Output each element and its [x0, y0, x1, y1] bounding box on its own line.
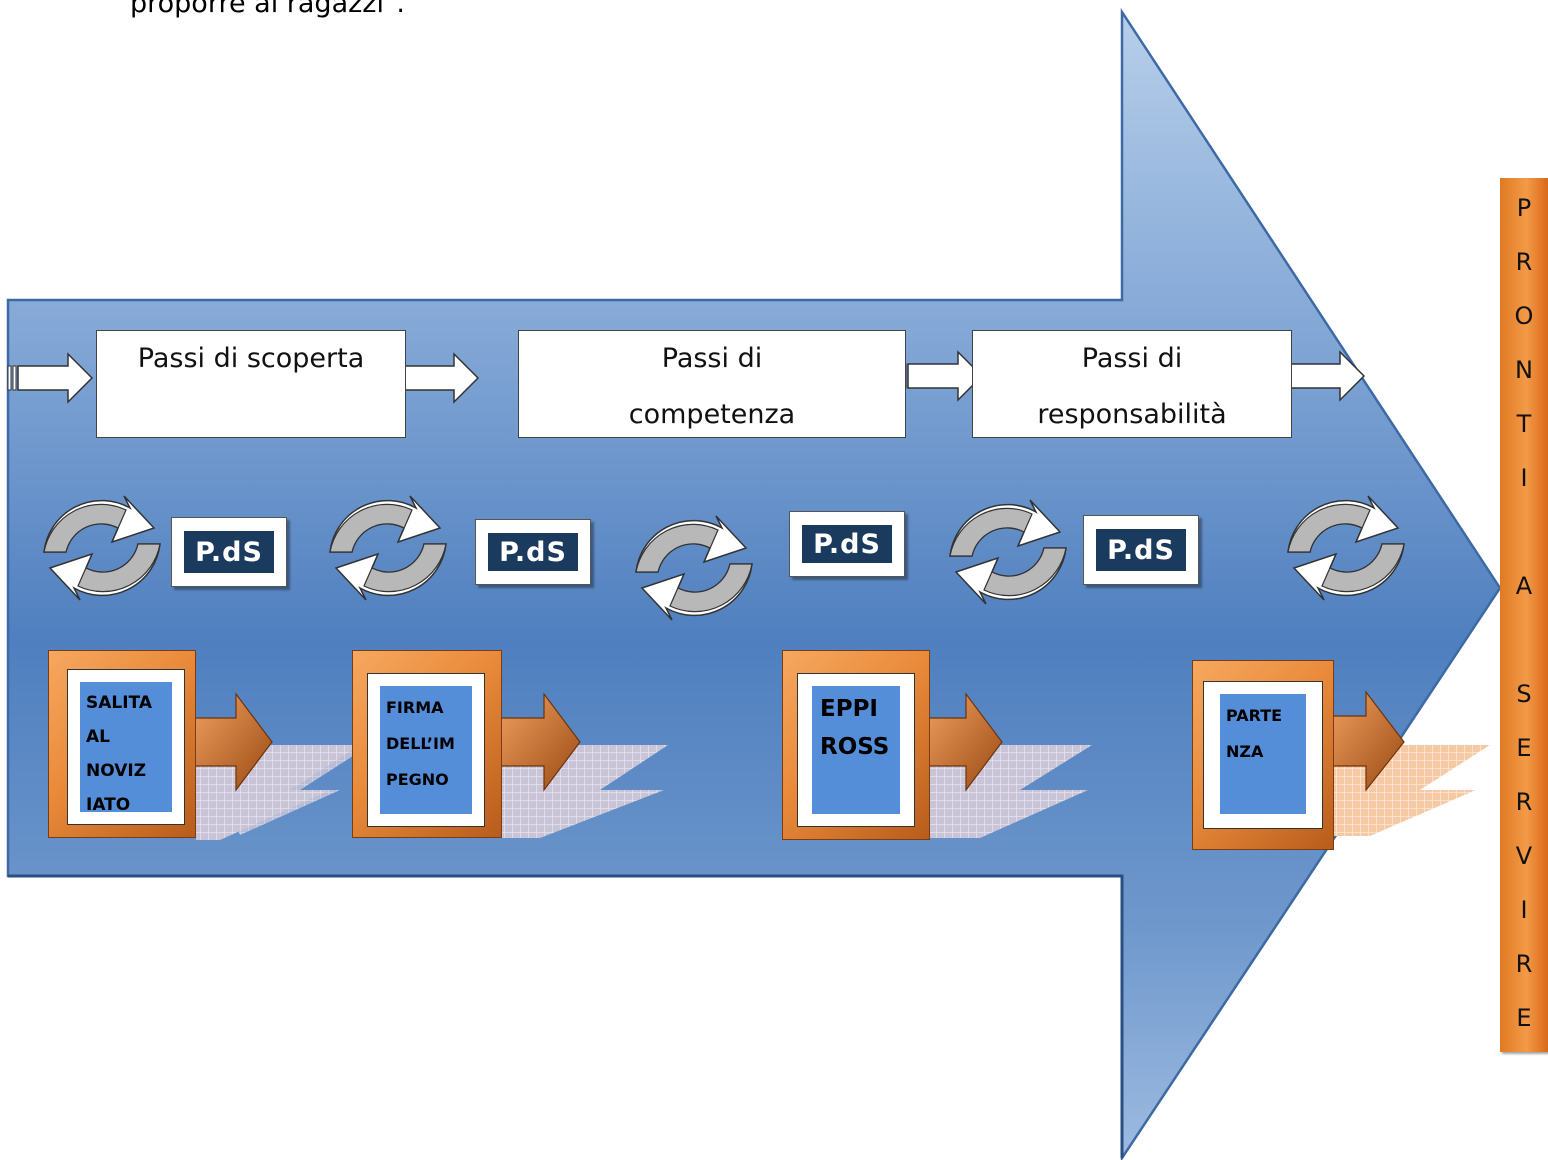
milestone-firma: FIRMA DELL’IM PEGNO — [352, 650, 502, 838]
step-box-competence: Passi di competenza — [518, 330, 906, 438]
step-label: Passi di scoperta — [137, 343, 365, 374]
side-letter: T — [1516, 410, 1532, 438]
milestone-arrow-3 — [925, 692, 1003, 792]
side-letter: S — [1516, 680, 1532, 708]
step-box-discovery: Passi di scoperta — [96, 330, 406, 438]
side-letter: R — [1515, 248, 1533, 276]
side-letter: N — [1515, 356, 1533, 384]
hatched-shadow-4 — [900, 745, 1092, 838]
side-letter: V — [1515, 842, 1533, 870]
side-letter: E — [1516, 734, 1532, 762]
side-letter: R — [1515, 788, 1533, 816]
step-box-responsibility: Passi di responsabilità — [972, 330, 1292, 438]
pds-label: P.dS — [488, 533, 578, 571]
pds-box: P.dS — [1083, 515, 1199, 585]
pds-box: P.dS — [789, 511, 905, 577]
intro-text-fragment: proporre ai ragazzi". — [130, 0, 405, 19]
milestone-arrow-2 — [499, 692, 581, 792]
milestone-label: EPPI ROSS — [820, 696, 890, 760]
side-letter: E — [1516, 1004, 1532, 1032]
side-letter: R — [1515, 950, 1533, 978]
pds-box: P.dS — [475, 519, 591, 585]
pds-label: P.dS — [802, 525, 892, 563]
pds-label: P.dS — [184, 531, 274, 573]
side-letter: I — [1520, 896, 1528, 924]
milestone-label: SALITA AL NOVIZ IATO — [86, 693, 152, 815]
pds-box: P.dS — [171, 517, 287, 587]
side-banner-pronti-a-servire: P R O N T I A S E R V I R E — [1500, 178, 1548, 1052]
milestone-arrow-1 — [193, 692, 273, 792]
side-letter: P — [1516, 194, 1532, 222]
step-label: Passi di competenza — [628, 343, 796, 430]
hatched-shadow-3 — [470, 745, 668, 838]
side-letter: O — [1514, 302, 1534, 330]
milestone-arrow-4 — [1329, 690, 1405, 792]
milestone-partenza: PARTE NZA — [1192, 660, 1334, 850]
milestone-salita: SALITA AL NOVIZ IATO — [48, 650, 196, 838]
side-letter: A — [1515, 572, 1533, 600]
milestone-label: PARTE NZA — [1226, 706, 1283, 761]
milestone-eppi-ross: EPPI ROSS — [782, 650, 930, 840]
step-label: Passi di responsabilità — [1037, 343, 1227, 430]
side-letter: I — [1520, 464, 1528, 492]
milestone-label: FIRMA DELL’IM PEGNO — [386, 698, 455, 789]
pds-label: P.dS — [1096, 529, 1186, 571]
